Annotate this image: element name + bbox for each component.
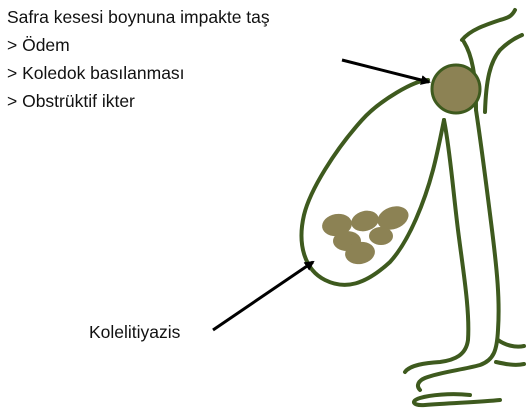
bile-duct-right-wall: [418, 110, 499, 390]
ampulla-outline: [414, 394, 500, 405]
arrow-to-impacted-stone: [342, 60, 429, 82]
gallstones-group: [320, 202, 411, 266]
impacted-stone: [432, 65, 480, 113]
arrow-to-gallstones: [213, 262, 313, 330]
hepatic-duct-outer: [485, 50, 500, 112]
hepatic-duct-left: [462, 10, 515, 40]
gallstone: [369, 227, 393, 245]
pancreatic-duct-lower: [496, 362, 524, 365]
hepatic-duct-right: [500, 35, 522, 50]
pancreatic-duct-upper: [498, 340, 524, 347]
